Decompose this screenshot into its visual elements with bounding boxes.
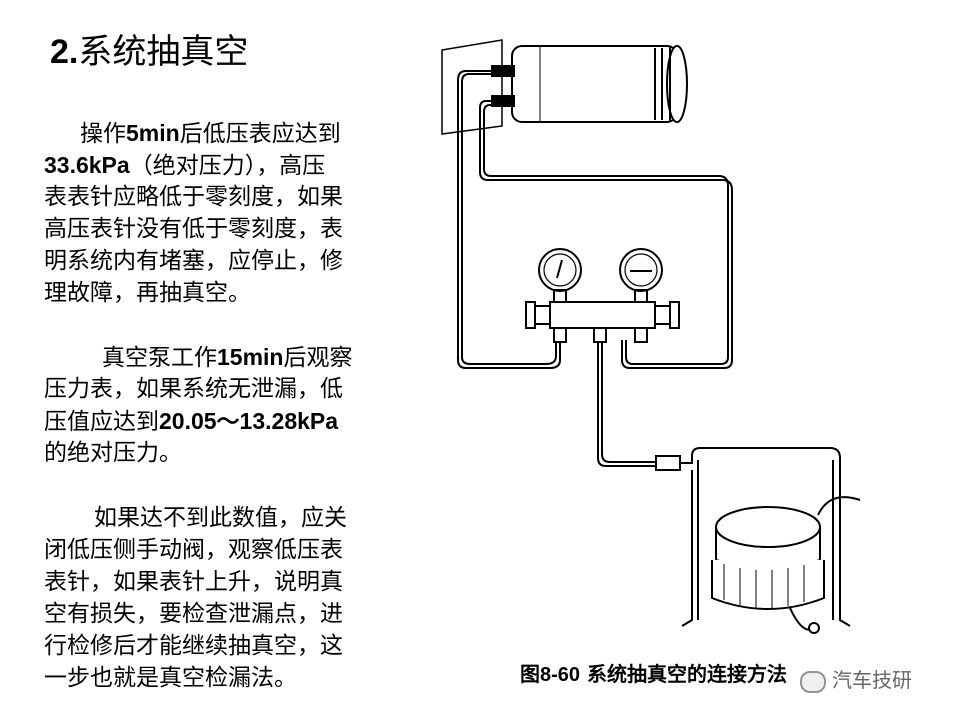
- watermark-text: 汽车技研: [832, 668, 912, 692]
- text-run: 一步也就是真空检漏法。: [44, 665, 297, 691]
- paragraph-line: 高压表针没有低于零刻度，表: [44, 213, 404, 245]
- paragraph-line: 操作5min后低压表应达到: [44, 117, 404, 149]
- wechat-logo-icon: [800, 670, 826, 693]
- paragraph-line: 33.6kPa（绝对压力），高压: [44, 149, 404, 181]
- watermark: 汽车技研: [800, 664, 912, 693]
- text-run: 行检修后才能继续抽真空，这: [44, 633, 343, 659]
- vacuum-pump: [680, 447, 861, 634]
- text-run: 表表针应略低于零刻度，如果: [44, 184, 343, 210]
- paragraph-line: 理故障，再抽真空。: [44, 277, 404, 309]
- text-run: 空有损失，要检查泄漏点，进: [44, 601, 343, 627]
- text-run: 理故障，再抽真空。: [44, 280, 251, 306]
- text-run: 表针，如果表针上升，说明真: [44, 569, 343, 595]
- paragraph-line: 压力表，如果系统无泄漏，低: [44, 373, 404, 405]
- paragraph-line: 压值应达到20.05～13.28kPa: [44, 405, 404, 437]
- center-hose: [597, 342, 681, 471]
- figure-caption-text: 系统抽真空的连接方法: [587, 662, 787, 686]
- vacuum-connection-diagram: [441, 39, 861, 634]
- paragraph-line: 空有损失，要检查泄漏点，进: [44, 598, 404, 630]
- bold-value: 15min: [217, 344, 284, 370]
- section-number: 2.: [50, 33, 79, 71]
- paragraph-line: 的绝对压力。: [44, 437, 404, 469]
- page-title: 2.系统抽真空: [50, 28, 248, 76]
- paragraph-15min-check: 真空泵工作15min后观察压力表，如果系统无泄漏，低压值应达到20.05～13.…: [44, 341, 404, 469]
- text-run: 真空泵工作: [102, 345, 217, 371]
- text-run: 高压表针没有低于零刻度，表: [44, 216, 343, 242]
- figure-number: 图8-60: [520, 664, 581, 686]
- text-run: 操作: [80, 121, 126, 147]
- text-run: 压力表，如果系统无泄漏，低: [44, 376, 343, 402]
- paragraph-line: 明系统内有堵塞，应停止，修: [44, 245, 404, 277]
- high-side-hose: [457, 70, 561, 369]
- bold-value: 20.05～13.28kPa: [159, 408, 339, 434]
- paragraph-line: 一步也就是真空检漏法。: [44, 662, 404, 694]
- figure-caption: 图8-60 系统抽真空的连接方法: [520, 660, 787, 689]
- receiver-drier: [441, 39, 688, 135]
- text-run: （绝对压力），高压: [129, 153, 326, 179]
- paragraph-line: 闭低压侧手动阀，观察低压表: [44, 534, 404, 566]
- bold-value: 5min: [126, 120, 180, 146]
- text-run: 压值应达到: [44, 409, 159, 435]
- low-side-hose: [479, 100, 733, 369]
- text-run: 的绝对压力。: [44, 440, 182, 466]
- paragraph-leak-test: 如果达不到此数值，应关闭低压侧手动阀，观察低压表表针，如果表针上升，说明真空有损…: [44, 502, 404, 694]
- text-run: 明系统内有堵塞，应停止，修: [44, 248, 343, 274]
- paragraph-line: 行检修后才能继续抽真空，这: [44, 630, 404, 662]
- paragraph-line: 真空泵工作15min后观察: [44, 341, 404, 373]
- manifold-gauge-set: [525, 248, 680, 343]
- text-run: 如果达不到此数值，应关: [94, 505, 347, 531]
- bold-value: 33.6kPa: [44, 152, 130, 178]
- text-run: 闭低压侧手动阀，观察低压表: [44, 537, 343, 563]
- paragraph-line: 如果达不到此数值，应关: [44, 502, 404, 534]
- section-title: 系统抽真空: [78, 32, 249, 72]
- paragraph-line: 表针，如果表针上升，说明真: [44, 566, 404, 598]
- text-run: 后观察: [283, 345, 353, 371]
- paragraph-line: 表表针应略低于零刻度，如果: [44, 181, 404, 213]
- text-run: 后低压表应达到: [179, 121, 341, 147]
